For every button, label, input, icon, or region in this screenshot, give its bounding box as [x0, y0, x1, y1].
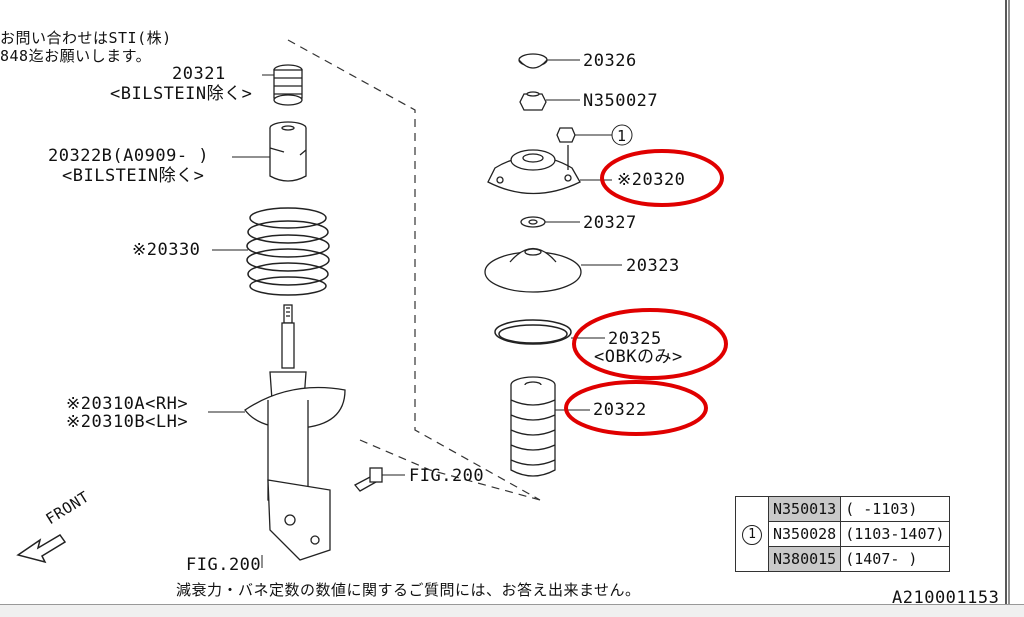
boot-20322b	[269, 121, 307, 182]
label-20323[interactable]: 20323	[626, 256, 680, 276]
note-20322b: <BILSTEIN除く>	[62, 166, 205, 186]
label-20330[interactable]: ※20330	[132, 240, 201, 260]
label-20310a[interactable]: ※20310A<RH>	[66, 394, 189, 414]
legend-part[interactable]: N350028	[767, 521, 842, 547]
legend-marker-cell: 1	[735, 496, 769, 572]
legend-part[interactable]: N380015	[767, 546, 842, 572]
washer-20327	[520, 216, 546, 228]
highlight-circles	[564, 149, 728, 436]
label-20327[interactable]: 20327	[583, 213, 637, 233]
strut-mount-20320	[487, 145, 581, 195]
label-20322b[interactable]: 20322B(A0909- )	[48, 146, 210, 166]
rubber-seat-20325	[494, 319, 572, 345]
part-legend-table: 1 N350013 ( -1103) N350028 (1103-1407) N…	[735, 496, 950, 572]
legend-range: ( -1103)	[840, 496, 950, 522]
label-20321[interactable]: 20321	[172, 64, 226, 84]
label-20320[interactable]: ※20320	[617, 170, 686, 190]
nut-n350027	[519, 91, 547, 111]
highlight-20325	[572, 308, 728, 380]
strut-20310	[244, 304, 346, 561]
legend-range: (1103-1407)	[840, 521, 950, 547]
note-20321: <BILSTEIN除く>	[110, 84, 253, 104]
circle-1-marker: 1	[742, 524, 762, 545]
label-20310b[interactable]: ※20310B<LH>	[66, 412, 189, 432]
dashed-assembly-outline	[287, 39, 541, 501]
label-20326[interactable]: 20326	[583, 51, 637, 71]
bolt-fig200	[353, 467, 383, 492]
footer-note: 減衰力・バネ定数の数値に関するご質問には、お答え出来ません。	[176, 581, 641, 599]
table-row: N380015 (1407- )	[736, 546, 950, 572]
legend-range: (1407- )	[840, 546, 950, 572]
highlight-20322	[564, 380, 708, 436]
cap-20326	[518, 53, 548, 69]
spring-seat-20323	[484, 247, 582, 293]
legend-part[interactable]: N350013	[767, 496, 842, 522]
bump-stopper-20321	[273, 64, 303, 106]
label-20322[interactable]: 20322	[593, 400, 647, 420]
header-line-1: お問い合わせはSTI(株)	[0, 29, 172, 47]
diagram-id: A210001153	[892, 588, 1000, 608]
nut-circle-1	[556, 127, 576, 143]
label-fig200-bottom[interactable]: FIG.200	[186, 555, 262, 575]
coil-spring-20330	[246, 207, 330, 296]
label-fig200-right[interactable]: FIG.200	[409, 466, 485, 486]
header-line-2: 848迄お願いします。	[0, 47, 152, 65]
circle-1-label: 1	[617, 127, 627, 145]
label-20325[interactable]: 20325	[608, 329, 662, 349]
dust-boot-20322	[510, 376, 556, 477]
table-row: 1 N350013 ( -1103)	[735, 496, 950, 572]
label-n350027[interactable]: N350027	[583, 91, 659, 111]
table-row: N350028 (1103-1407)	[736, 521, 950, 547]
highlight-20320	[600, 149, 724, 207]
window-bottom-strip	[0, 604, 1024, 617]
front-arrow	[16, 534, 67, 564]
note-20325: <OBKのみ>	[594, 347, 683, 367]
